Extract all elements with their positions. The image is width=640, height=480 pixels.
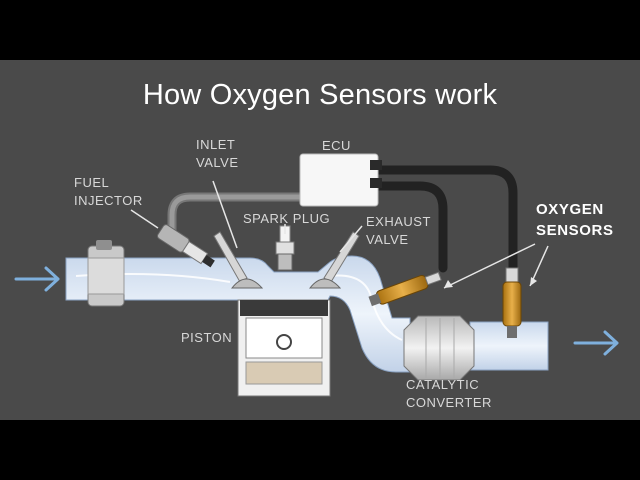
letterbox-top — [0, 0, 640, 60]
air-flow-sensor — [87, 240, 125, 307]
catalytic-converter-label: CATALYTIC CONVERTER — [406, 377, 492, 410]
exhaust-valve-head — [308, 278, 342, 289]
fuel-injector-label: FUEL INJECTOR — [74, 175, 143, 208]
oxygen-sensors-label: OXYGEN SENSORS — [536, 201, 614, 239]
intake-flow-arrow — [14, 266, 60, 292]
leader-arrow-1 — [444, 280, 453, 288]
piston-pin — [276, 334, 292, 350]
leader-arrow-2 — [530, 277, 537, 286]
inlet-valve-head — [230, 278, 264, 289]
oxygen-sensor-upstream — [368, 271, 442, 307]
piston-label: PISTON — [181, 330, 233, 345]
oxygen-sensor-downstream — [502, 267, 522, 338]
ecu-label: ECU — [322, 138, 351, 153]
inlet-valve-label: INLET VALVE — [196, 137, 239, 170]
fuel-injector — [156, 224, 215, 268]
ecu-unit — [299, 153, 382, 207]
catalytic-converter — [403, 315, 475, 381]
exhaust-valve-label: EXHAUST VALVE — [366, 214, 431, 247]
cylinder — [237, 299, 331, 397]
diagram-title: How Oxygen Sensors work — [142, 79, 498, 111]
spark-plug-label: SPARK PLUG — [243, 211, 331, 226]
exhaust-flow-arrow — [573, 330, 619, 356]
letterbox-bottom — [0, 420, 640, 480]
ecu-wiring — [167, 165, 518, 285]
